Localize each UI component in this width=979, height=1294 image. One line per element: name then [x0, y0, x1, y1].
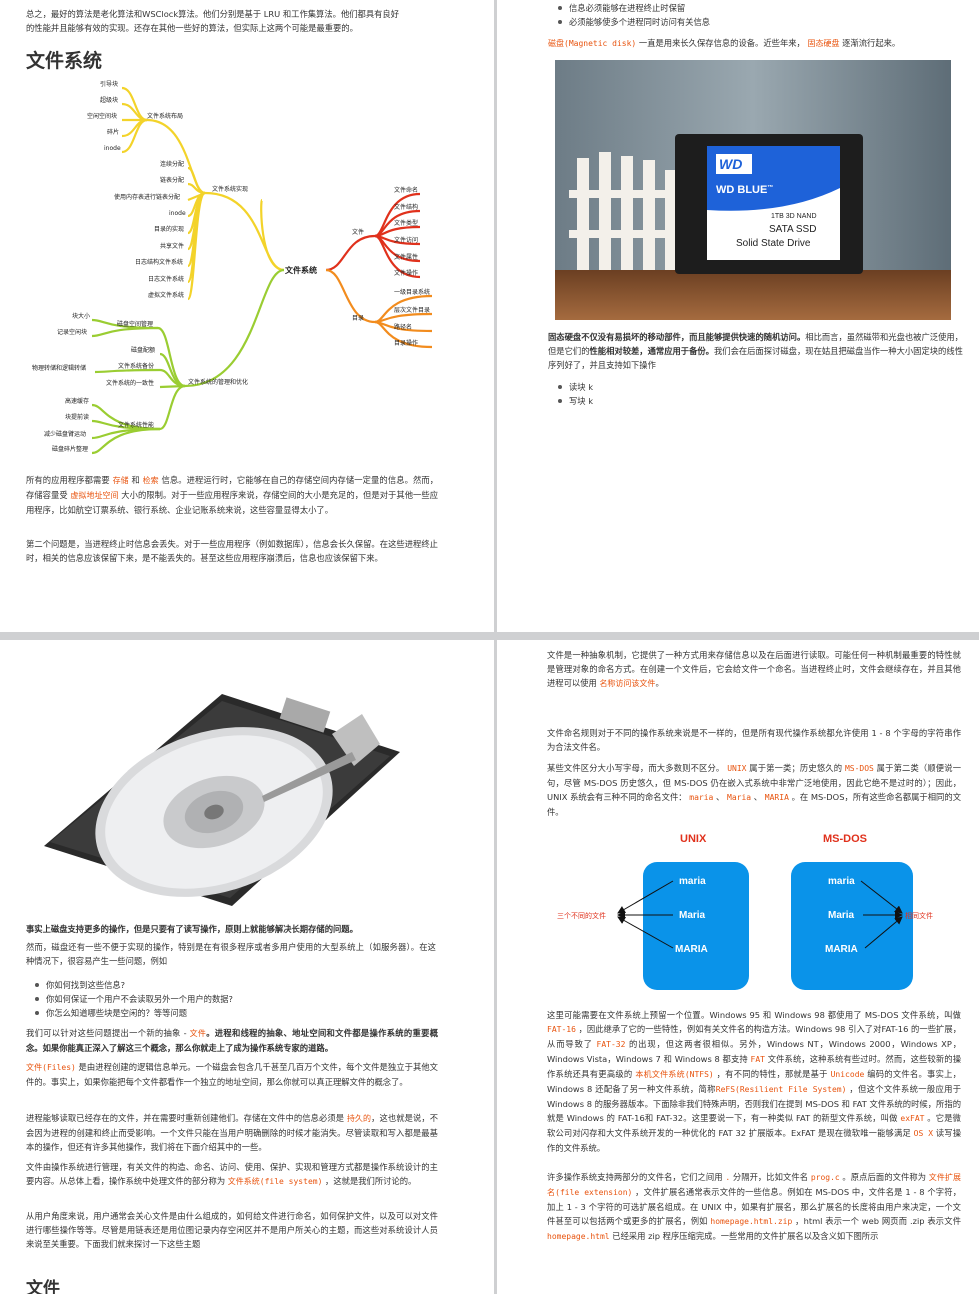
persistence-paragraph: 第二个问题是，当进程终止时信息会丢失。对于一些应用程序（例如数据库），信息会长久…: [26, 539, 438, 563]
three-files-label: 三个不同的文件: [557, 911, 606, 920]
mm-leaf: 日志结构文件系统: [135, 258, 183, 266]
msdos-name-2: Maria: [828, 910, 855, 921]
page-4: 文件是一种抽象机制，它提供了一种方式用来存储信息以及在后面进行读取。可能任何一种…: [497, 640, 979, 1294]
page-1: 总之，最好的算法是老化算法和WSClock算法。他们分别是基于 LRU 和工作集…: [0, 0, 494, 632]
mm-leaf: 磁盘配额: [131, 346, 155, 354]
mm-leaf: 文件命名: [394, 186, 418, 194]
mm-leaf: 记录空闲块: [57, 328, 87, 336]
unix-name-1: maria: [679, 876, 706, 887]
same-file-label: 相同文件: [905, 911, 933, 920]
user-view-paragraph: 从用户角度来说，用户通常会关心文件是由什么组成的，如何给文件进行命名，如何保护文…: [26, 1211, 438, 1249]
mm-leaf: 块大小: [72, 312, 90, 320]
ssd-desc: Solid State Drive: [736, 238, 811, 249]
unix-box: [643, 862, 749, 990]
mindmap-root: 文件系统: [285, 265, 317, 275]
mm-leaf: 日志文件系统: [148, 275, 184, 283]
list-item: 读块 k: [555, 380, 593, 394]
mm-layout: 文件系统布局: [147, 112, 183, 120]
mm-leaf: 共享文件: [160, 242, 184, 250]
file-system-mindmap: 文件系统 文件系统布局 引导块 超级块 空闲空间块 碎片 inode 文件系统实…: [32, 80, 433, 455]
mm-leaf: 文件属性: [394, 253, 418, 261]
mm-impl: 文件系统实现: [212, 185, 248, 193]
unix-name-3: MARIA: [675, 944, 708, 955]
mm-leaf: 目录操作: [394, 339, 418, 347]
page-2: 信息必须能够在进程终止时保留 必须能够使多个进程同时访问有关信息 磁盘(Magn…: [497, 0, 979, 632]
list-item: 必须能够使多个进程同时访问有关信息: [555, 15, 710, 29]
files-paragraph: 文件(Files) 是由进程创建的逻辑信息单元。一个磁盘会包含几千甚至几百万个文…: [26, 1062, 438, 1087]
ssd-photo: WD WD BLUE™ 1TB 3D NAND SATA SSD Solid S…: [555, 60, 951, 320]
file-abstraction-paragraph: 文件是一种抽象机制，它提供了一种方式用来存储信息以及在后面进行读取。可能任何一种…: [547, 650, 961, 688]
mm-leaf: 文件系统备份: [118, 362, 154, 370]
mm-leaf: 一级目录系统: [394, 288, 430, 296]
mm-leaf: 文件系统的一致性: [106, 379, 154, 387]
mm-leaf: 减少磁盘臂运动: [44, 430, 86, 438]
mm-leaf: 超级块: [100, 96, 118, 104]
mm-leaf: 使用内存表进行链表分配: [114, 193, 180, 201]
ssd-capacity: 1TB 3D NAND: [771, 213, 817, 220]
mm-leaf: 磁盘碎片整理: [52, 445, 88, 453]
mm-leaf: 引导块: [100, 80, 118, 88]
questions-list: 你如何找到这些信息? 你如何保证一个用户不会读取另外一个用户的数据? 你怎么知道…: [32, 978, 233, 1020]
wd-logo: WD: [719, 156, 742, 172]
mm-leaf: 物理转储和逻辑转储: [32, 364, 86, 372]
mm-leaf: 文件系统性能: [118, 421, 154, 429]
list-item: 写块 k: [555, 394, 593, 408]
wd-blue-label: WD BLUE™: [716, 184, 773, 196]
operations-list: 读块 k 写块 k: [555, 380, 593, 408]
list-item: 你如何找到这些信息?: [32, 978, 233, 992]
mm-leaf: 文件访问: [394, 236, 418, 244]
msdos-name-1: maria: [828, 876, 855, 887]
mm-leaf: 文件结构: [394, 203, 418, 211]
mm-leaf: 连续分配: [160, 160, 184, 168]
section-title: 文件系统: [26, 50, 103, 72]
mm-leaf: inode: [104, 145, 121, 152]
hdd-photo: [32, 674, 410, 912]
fat-paragraph: 这里可能需要在文件系统上预留一个位置。Windows 95 和 Windows …: [547, 1010, 962, 1153]
unix-title: UNIX: [680, 833, 707, 845]
unix-name-2: Maria: [679, 910, 706, 921]
mm-file: 文件: [352, 228, 364, 236]
mm-leaf: 空闲空间块: [87, 112, 117, 120]
problems-intro: 然而，磁盘还有一些不便于实现的操作，特别是在有很多程序或者多用户使用的大型系统上…: [26, 942, 436, 966]
list-item: 信息必须能够在进程终止时保留: [555, 1, 710, 15]
disk-ops-text: 事实上磁盘支持更多的操作，但是只要有了读写操作，原则上就能够解决长期存储的问题。: [26, 924, 358, 934]
mm-leaf: 层次文件目录: [394, 306, 430, 314]
naming-rules-paragraph: 文件命名规则对于不同的操作系统来说是不一样的，但是所有现代操作系统都允许使用 1…: [547, 728, 961, 752]
page-3: 事实上磁盘支持更多的操作，但是只要有了读写操作，原则上就能够解决长期存储的问题。…: [0, 640, 494, 1294]
mm-mgmt: 文件系统的管理和优化: [188, 378, 248, 386]
persistent-paragraph: 进程能够读取已经存在的文件，并在需要时重新创建他们。存储在文件中的信息必须是 持…: [26, 1113, 438, 1152]
mm-leaf: 碎片: [107, 128, 119, 136]
list-item: 你如何保证一个用户不会读取另外一个用户的数据?: [32, 992, 233, 1006]
mm-leaf: 文件操作: [394, 269, 418, 277]
mm-leaf: 文件类型: [394, 219, 418, 227]
ssd-model: SATA SSD: [769, 224, 816, 235]
storage-paragraph: 所有的应用程序都需要 存储 和 检索 信息。进程运行时，它能够在自己的存储空间内…: [26, 475, 439, 515]
msdos-title: MS-DOS: [823, 833, 867, 845]
mm-leaf: 目录的实现: [154, 225, 184, 233]
case-paragraph: 某些文件区分大小写字母，而大多数则不区分。 UNIX 属于第一类；历史悠久的 M…: [547, 763, 962, 817]
mm-leaf: 链表分配: [160, 176, 184, 184]
list-item: 你怎么知道哪些块是空闲的？等等问题: [32, 1006, 233, 1020]
mm-leaf: 高速缓存: [65, 397, 89, 405]
unix-msdos-diagram: UNIX MS-DOS maria Maria MARIA maria Mari…: [557, 833, 933, 990]
mm-leaf: 磁盘空间管理: [117, 320, 153, 328]
intro-paragraph: 总之，最好的算法是老化算法和WSClock算法。他们分别是基于 LRU 和工作集…: [26, 9, 400, 33]
requirements-list: 信息必须能够在进程终止时保留 必须能够使多个进程同时访问有关信息: [555, 1, 710, 29]
msdos-name-3: MARIA: [825, 944, 858, 955]
mm-leaf: 路径名: [394, 323, 412, 331]
filesystem-paragraph: 文件由操作系统进行管理，有关文件的构造、命名、访问、使用、保护、实现和管理方式都…: [26, 1162, 438, 1186]
mm-leaf: 虚拟文件系统: [148, 291, 184, 299]
mm-leaf: inode: [169, 210, 186, 217]
msdos-box: [791, 862, 913, 990]
files-heading: 文件: [26, 1279, 60, 1294]
mm-leaf: 块提前读: [65, 413, 89, 421]
extension-paragraph: 许多操作系统支持两部分的文件名，它们之间用 . 分隔开，比如文件名 prog.c…: [547, 1172, 961, 1241]
mm-dir: 目录: [352, 314, 364, 322]
abstraction-paragraph: 我们可以针对这些问题提出一个新的抽象 - 文件。进程和线程的抽象、地址空间和文件…: [26, 1028, 438, 1053]
ssd-paragraph: 固态硬盘不仅没有易损坏的移动部件，而且能够提供快速的随机访问。相比而言，虽然磁带…: [548, 332, 963, 370]
disk-paragraph: 磁盘(Magnetic disk) 一直是用来长久保存信息的设备。近些年来， 固…: [548, 38, 901, 48]
